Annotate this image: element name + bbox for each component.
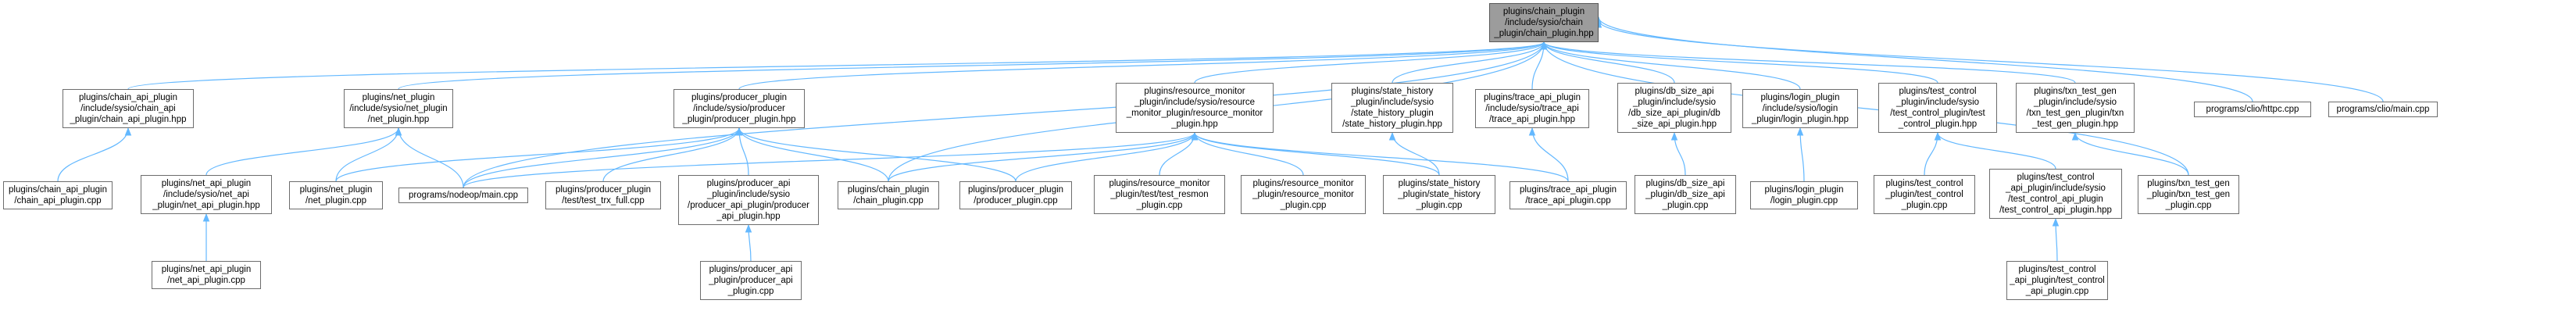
node-net-api-plugin-hpp[interactable]: plugins/net_api_plugin /include/sysio/ne… xyxy=(141,175,272,214)
edge-state-history-plugin-cpp-to-resource-monitor-plugin-hpp xyxy=(1191,131,1440,176)
edge-clio-main-cpp-to-chain-plugin-hpp xyxy=(1595,19,2384,102)
edge-chain-plugin-cpp-to-resource-monitor-plugin-hpp xyxy=(888,131,1199,182)
node-txn-test-gen-plugin-cpp[interactable]: plugins/txn_test_gen _plugin/txn_test_ge… xyxy=(2138,175,2239,214)
node-chain-api-plugin-hpp[interactable]: plugins/chain_api_plugin /include/sysio/… xyxy=(63,89,194,128)
edge-resource-monitor-plugin-hpp-to-chain-plugin-hpp xyxy=(1194,41,1548,84)
node-test-control-api-plugin-hpp[interactable]: plugins/test_control _api_plugin/include… xyxy=(1989,169,2122,219)
node-producer-api-plugin-cpp[interactable]: plugins/producer_api _plugin/producer_ap… xyxy=(700,261,802,300)
edge-nodeop-main-cpp-to-net-plugin-hpp xyxy=(395,127,464,188)
node-nodeop-main-cpp[interactable]: programs/nodeop/main.cpp xyxy=(398,188,528,203)
edge-chain-api-plugin-hpp-to-chain-plugin-hpp xyxy=(127,41,1547,90)
node-producer-plugin-hpp[interactable]: plugins/producer_plugin /include/sysio/p… xyxy=(673,89,805,128)
edge-resource-monitor-plugin-cpp-to-resource-monitor-plugin-hpp xyxy=(1191,131,1304,176)
edge-nodeop-main-cpp-to-producer-plugin-hpp xyxy=(463,127,743,188)
edge-net-api-plugin-hpp-to-net-plugin-hpp xyxy=(205,127,402,176)
node-clio-httpc-cpp[interactable]: programs/clio/httpc.cpp xyxy=(2194,102,2311,117)
node-state-history-plugin-hpp[interactable]: plugins/state_history _plugin/include/sy… xyxy=(1331,83,1453,133)
node-txn-test-gen-plugin-hpp[interactable]: plugins/txn_test_gen _plugin/include/sys… xyxy=(2016,83,2135,133)
node-test-resmon-plugin-cpp[interactable]: plugins/resource_monitor _plugin/test/te… xyxy=(1094,175,1225,214)
node-resource-monitor-plugin-hpp[interactable]: plugins/resource_monitor _plugin/include… xyxy=(1116,83,1274,133)
edge-net-plugin-cpp-to-producer-plugin-hpp xyxy=(335,127,743,182)
node-chain-plugin-hpp[interactable]: plugins/chain_plugin /include/sysio/chai… xyxy=(1489,3,1599,42)
node-login-plugin-cpp[interactable]: plugins/login_plugin /login_plugin.cpp xyxy=(1750,181,1858,209)
node-net-plugin-hpp[interactable]: plugins/net_plugin /include/sysio/net_pl… xyxy=(344,89,453,128)
edge-test-control-plugin-hpp-to-chain-plugin-hpp xyxy=(1540,41,1938,84)
edge-producer-plugin-cpp-to-producer-plugin-hpp xyxy=(735,127,1016,182)
node-trace-api-plugin-hpp[interactable]: plugins/trace_api_plugin /include/sysio/… xyxy=(1475,89,1589,128)
node-test-control-api-plugin-cpp[interactable]: plugins/test_control _api_plugin/test_co… xyxy=(2006,261,2108,300)
node-test-control-plugin-hpp[interactable]: plugins/test_control _plugin/include/sys… xyxy=(1878,83,1997,133)
edge-state-history-plugin-cpp-to-state-history-plugin-hpp xyxy=(1388,131,1440,176)
node-db-size-api-plugin-hpp[interactable]: plugins/db_size_api _plugin/include/sysi… xyxy=(1617,83,1731,133)
edge-txn-test-gen-plugin-cpp-to-txn-test-gen-plugin-hpp xyxy=(2071,131,2189,176)
node-net-api-plugin-cpp[interactable]: plugins/net_api_plugin /net_api_plugin.c… xyxy=(152,261,261,289)
edge-trace-api-plugin-cpp-to-resource-monitor-plugin-hpp xyxy=(1191,131,1569,182)
edge-producer-api-plugin-cpp-to-producer-api-plugin-hpp xyxy=(745,223,752,262)
edge-txn-test-gen-plugin-cpp-to-chain-plugin-hpp xyxy=(1540,41,2189,176)
edge-trace-api-plugin-hpp-to-chain-plugin-hpp xyxy=(1531,41,1548,90)
edge-db-size-api-plugin-cpp-to-db-size-api-plugin-hpp xyxy=(1670,131,1686,176)
edge-login-plugin-cpp-to-login-plugin-hpp xyxy=(1796,127,1805,182)
edge-test-control-api-plugin-cpp-to-test-control-api-plugin-hpp xyxy=(2052,217,2060,262)
edge-test-control-plugin-cpp-to-test-control-plugin-hpp xyxy=(1924,131,1942,176)
edge-net-plugin-hpp-to-chain-plugin-hpp xyxy=(398,41,1547,90)
node-producer-api-plugin-hpp[interactable]: plugins/producer_api _plugin/include/sys… xyxy=(678,175,819,225)
edge-login-plugin-hpp-to-chain-plugin-hpp xyxy=(1540,41,1801,90)
node-test-trx-full-cpp[interactable]: plugins/producer_plugin /test/test_trx_f… xyxy=(545,181,661,209)
edge-chain-api-plugin-cpp-to-chain-api-plugin-hpp xyxy=(57,127,132,182)
node-trace-api-plugin-cpp[interactable]: plugins/trace_api_plugin /trace_api_plug… xyxy=(1510,181,1627,209)
edge-producer-plugin-cpp-to-resource-monitor-plugin-hpp xyxy=(1015,131,1199,182)
edge-chain-plugin-cpp-to-producer-plugin-hpp xyxy=(735,127,889,182)
edge-txn-test-gen-plugin-hpp-to-chain-plugin-hpp xyxy=(1540,41,2076,84)
edge-test-trx-full-cpp-to-producer-plugin-hpp xyxy=(602,127,743,182)
node-clio-main-cpp[interactable]: programs/clio/main.cpp xyxy=(2328,102,2438,117)
node-state-history-plugin-cpp[interactable]: plugins/state_history _plugin/state_hist… xyxy=(1383,175,1495,214)
edge-db-size-api-plugin-hpp-to-chain-plugin-hpp xyxy=(1540,41,1675,84)
edge-nodeop-main-cpp-to-resource-monitor-plugin-hpp xyxy=(463,131,1199,188)
node-resource-monitor-plugin-cpp[interactable]: plugins/resource_monitor _plugin/resourc… xyxy=(1241,175,1366,214)
node-chain-plugin-cpp[interactable]: plugins/chain_plugin /chain_plugin.cpp xyxy=(838,181,939,209)
edge-trace-api-plugin-cpp-to-trace-api-plugin-hpp xyxy=(1528,127,1569,182)
edge-net-plugin-cpp-to-net-plugin-hpp xyxy=(335,127,402,182)
edge-producer-plugin-hpp-to-chain-plugin-hpp xyxy=(738,41,1547,90)
node-test-control-plugin-cpp[interactable]: plugins/test_control _plugin/test_contro… xyxy=(1874,175,1975,214)
edge-test-control-api-plugin-hpp-to-test-control-plugin-hpp xyxy=(1934,131,2056,170)
edge-nodeop-main-cpp-to-chain-plugin-hpp xyxy=(463,41,1548,188)
node-net-plugin-cpp[interactable]: plugins/net_plugin /net_plugin.cpp xyxy=(289,181,383,209)
node-db-size-api-plugin-cpp[interactable]: plugins/db_size_api _plugin/db_size_api … xyxy=(1635,175,1736,214)
node-producer-plugin-cpp[interactable]: plugins/producer_plugin /producer_plugin… xyxy=(959,181,1072,209)
edge-state-history-plugin-hpp-to-chain-plugin-hpp xyxy=(1392,41,1548,84)
node-login-plugin-hpp[interactable]: plugins/login_plugin /include/sysio/logi… xyxy=(1742,89,1858,128)
node-chain-api-plugin-cpp[interactable]: plugins/chain_api_plugin /chain_api_plug… xyxy=(3,181,113,209)
edge-clio-httpc-cpp-to-chain-plugin-hpp xyxy=(1595,16,2253,102)
